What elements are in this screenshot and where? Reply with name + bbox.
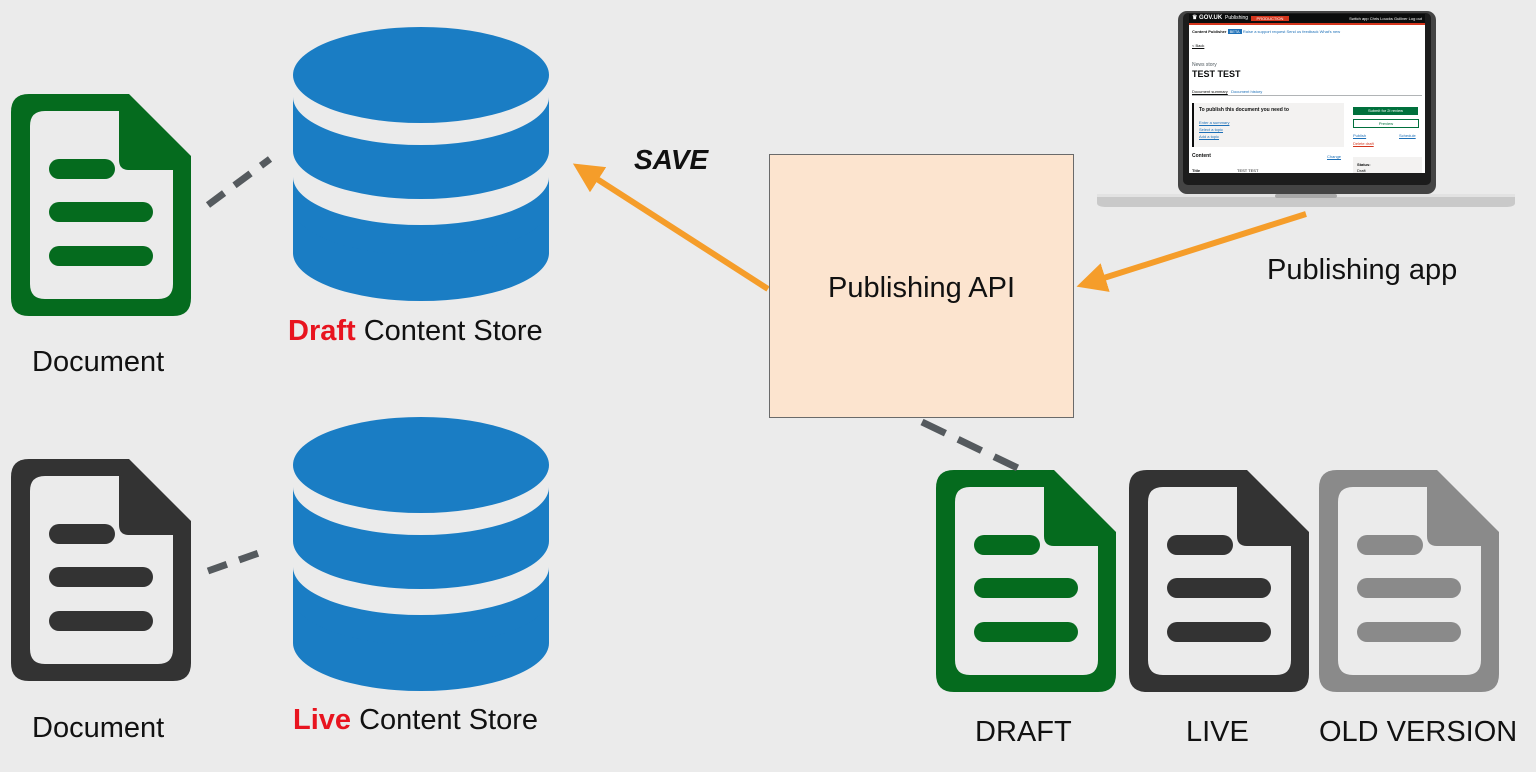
screen-requirements-panel: To publish this document you need to Ent… xyxy=(1192,103,1344,147)
draft-version-icon xyxy=(936,470,1116,692)
publishing-app-label: Publishing app xyxy=(1267,254,1458,286)
screen-account-links: Switch app Chris Loucks Gulliver Log out xyxy=(1349,16,1422,21)
screen-status-box: Status: Draft xyxy=(1353,157,1422,173)
screen-row-key: Title xyxy=(1192,168,1201,173)
screen-back-link: < Back xyxy=(1192,43,1205,48)
screen-tab-summary: Document summary xyxy=(1192,89,1228,94)
draft-highlight: Draft xyxy=(288,315,356,347)
screen-preview-button: Preview xyxy=(1353,119,1419,128)
screen-beta-tag: BETA xyxy=(1227,29,1242,34)
screen-tab-divider xyxy=(1192,95,1422,96)
document-icon-bottom xyxy=(11,459,191,681)
old-version-icon xyxy=(1319,470,1499,692)
laptop-screen: ♛ GOV.UK Publishing PRODUCTION Switch ap… xyxy=(1189,14,1425,173)
live-connector xyxy=(206,545,272,575)
screen-nav-app: Content Publisher xyxy=(1192,29,1227,34)
screen-doc-title: TEST TEST xyxy=(1192,69,1241,79)
publishing-api-label: Publishing API xyxy=(827,272,1015,304)
save-label: SAVE xyxy=(634,144,709,175)
screen-change-link: Change xyxy=(1327,154,1342,159)
screen-schedule-link: Schedule xyxy=(1399,133,1416,138)
save-arrow xyxy=(572,163,770,292)
draft-version-label: DRAFT xyxy=(975,716,1072,748)
screen-panel-link: Add a topic xyxy=(1199,134,1220,139)
govuk-logo: ♛ GOV.UK xyxy=(1192,15,1223,21)
draft-store-suffix: Content Store xyxy=(355,315,543,347)
screen-doc-kind: News story xyxy=(1192,62,1217,68)
live-store-label: Live Content Store xyxy=(293,704,538,737)
screen-environment-tag: PRODUCTION xyxy=(1251,16,1289,21)
draft-store-label: Draft Content Store xyxy=(288,315,543,348)
screen-publish-link: Publish xyxy=(1353,133,1367,138)
live-database-icon xyxy=(293,417,549,691)
screen-submit-button: Submit for 2i review xyxy=(1353,107,1418,115)
live-version-label: LIVE xyxy=(1186,716,1249,748)
old-version-label: OLD VERSION xyxy=(1319,716,1518,748)
screen-status-value: Draft xyxy=(1357,168,1366,173)
publish-arrow xyxy=(1076,211,1307,292)
screen-panel-heading: To publish this document you need to xyxy=(1199,107,1289,113)
screen-nav-links: Raise a support request Send us feedback… xyxy=(1242,29,1341,34)
screen-tab-history: Document history xyxy=(1231,89,1263,94)
document-label-bottom: Document xyxy=(32,712,165,744)
screen-nav: Content Publisher BETA Raise a support r… xyxy=(1192,29,1340,34)
screen-panel-link: Enter a summary xyxy=(1199,120,1230,125)
live-highlight: Live xyxy=(293,704,352,736)
live-store-suffix: Content Store xyxy=(351,704,539,736)
document-label-top: Document xyxy=(32,346,165,378)
draft-connector xyxy=(205,156,273,208)
publishing-api-box: Publishing API xyxy=(769,154,1074,418)
screen-red-line xyxy=(1189,23,1425,25)
screen-row-value: TEST TEST xyxy=(1237,168,1259,173)
screen-panel-link: Select a topic xyxy=(1199,127,1224,132)
document-icon-top xyxy=(11,94,191,316)
screen-header: ♛ GOV.UK Publishing PRODUCTION Switch ap… xyxy=(1189,14,1425,23)
live-version-icon xyxy=(1129,470,1309,692)
screen-service-name: Publishing xyxy=(1225,15,1249,21)
draft-database-icon xyxy=(293,27,549,301)
versions-connector xyxy=(920,418,1028,476)
screen-content-heading: Content xyxy=(1192,153,1211,159)
screen-tabs: Document summary Document history xyxy=(1192,89,1262,94)
screen-status-key: Status: xyxy=(1357,162,1371,167)
screen-delete-link: Delete draft xyxy=(1353,141,1374,146)
